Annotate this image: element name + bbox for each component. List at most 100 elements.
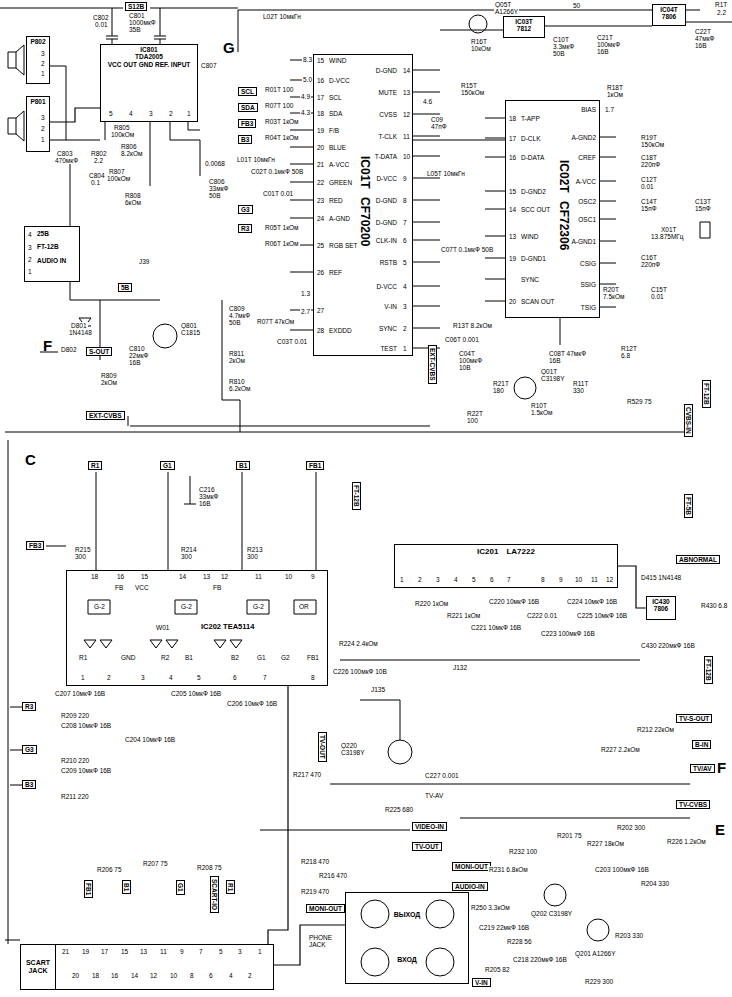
- pin-name: OSC1: [577, 216, 597, 223]
- signal-tag: MONI-OUT: [452, 862, 491, 871]
- component-label: R204 330: [640, 880, 670, 887]
- component-label: R06T 1кОм: [264, 240, 300, 247]
- component-label: 25: [316, 242, 325, 249]
- pin-name: RSTB: [379, 259, 398, 266]
- component-label: 5: [218, 948, 224, 955]
- component-label: 7: [198, 948, 204, 955]
- component-label: C227 0.001: [424, 772, 460, 779]
- component-label: 7: [402, 219, 408, 226]
- pin-wire: [290, 330, 313, 331]
- component-label: D-DATA: [520, 154, 545, 161]
- component-label: A-GND: [328, 215, 351, 222]
- transistor-symbol: [388, 740, 412, 764]
- component-label: 15: [508, 188, 517, 195]
- component-label: 15пФ: [694, 205, 712, 212]
- component-label: R232 100: [508, 848, 538, 855]
- component-label: 13: [402, 89, 411, 96]
- component-label: SDA: [328, 110, 343, 117]
- wire: [700, 222, 710, 238]
- signal-tag: MONI-OUT: [306, 904, 345, 913]
- transistor-symbol: [426, 900, 454, 928]
- component-label: L02T 10мкГн: [262, 13, 302, 20]
- pin-wire: [413, 200, 440, 201]
- component-label: 3: [402, 303, 408, 310]
- pin-wire: [413, 286, 440, 287]
- wire: [84, 640, 242, 648]
- pin-wire: [485, 157, 505, 158]
- component-label: 15: [316, 57, 325, 64]
- component-label: 11: [590, 576, 599, 583]
- component-label: C01T 0.01: [262, 190, 294, 197]
- signal-wire: [50, 108, 100, 122]
- component-label: R07T 47кОм: [256, 318, 295, 325]
- pin-name: V-IN: [383, 303, 398, 310]
- component-label: 2: [247, 972, 253, 979]
- signal-tag: FB1: [306, 461, 324, 470]
- pin-name: OSC2: [577, 198, 597, 205]
- component-label: 150кОм: [460, 89, 485, 96]
- text-group: SCART JACK: [21, 945, 56, 989]
- component-label: 10В: [458, 364, 472, 371]
- pin-name: CREF: [577, 154, 597, 161]
- component-label: 4: [168, 674, 174, 681]
- transistor-symbol: [514, 377, 536, 399]
- pin-wire: [413, 114, 440, 115]
- pin-wire: [290, 272, 313, 273]
- component-label: R1T: [714, 1, 728, 8]
- component-label: G2: [280, 654, 291, 661]
- component-label: 2: [40, 60, 46, 67]
- component-label: 1: [40, 70, 46, 77]
- wire: [5, 940, 20, 941]
- component-label: C224 10мкФ 16В: [566, 598, 618, 605]
- component-label: J132: [452, 664, 468, 671]
- component-label: R221 1кОм: [446, 612, 481, 619]
- pin-wire: [600, 157, 616, 158]
- signal-tag: R3: [238, 224, 252, 233]
- text-group: 25BFT-12BAUDIO IN: [37, 230, 66, 270]
- ic-box: IC04T7806: [652, 4, 686, 26]
- component-label: 20: [508, 298, 517, 305]
- pin-wire: [600, 241, 616, 242]
- pin-wire: [600, 181, 616, 182]
- component-label: 18: [508, 115, 517, 122]
- component-label: 18: [91, 972, 100, 979]
- ic-label: IC430: [647, 598, 675, 605]
- component-label: 19: [508, 255, 517, 262]
- pin-name: A-GND2: [570, 134, 597, 141]
- component-label: 11: [402, 133, 411, 140]
- component-label: R07T 100: [264, 102, 294, 109]
- ic-label: P801: [27, 98, 49, 105]
- component-label: 15: [140, 573, 149, 580]
- pin-wire: [290, 130, 313, 131]
- component-label: 19: [81, 948, 90, 955]
- ic-label: IC201: [477, 547, 498, 556]
- section-marker: F: [716, 760, 727, 777]
- component-label: 330: [572, 387, 585, 394]
- component-label: 2: [402, 325, 408, 332]
- component-label: 13.875МГц: [650, 233, 685, 240]
- ic-label: TDA2005: [101, 53, 197, 60]
- ic-box: IC202 TEA5114: [66, 570, 328, 686]
- pin-wire: [485, 138, 505, 139]
- signal-tag: R1: [88, 461, 102, 470]
- pin-wire: [413, 222, 440, 223]
- pin-wire: [485, 118, 505, 119]
- wire: [96, 472, 316, 570]
- component-label: 3: [435, 576, 441, 583]
- component-label: R220 1кОм: [414, 600, 449, 607]
- component-label: 8: [402, 197, 408, 204]
- component-label: FB: [114, 584, 124, 591]
- part-label: PHONE JACK: [308, 934, 340, 948]
- component-label: R229 300: [584, 978, 614, 985]
- component-label: 8.3: [302, 56, 313, 63]
- component-label: T-APP: [520, 115, 541, 122]
- component-label: 2: [40, 125, 46, 132]
- component-label: 180: [492, 387, 505, 394]
- signal-tag: 5B: [118, 283, 132, 292]
- component-label: 9: [402, 175, 408, 182]
- ic-label: IC03T: [504, 18, 544, 25]
- ic-box: P802: [26, 36, 50, 84]
- signal-tag: R3: [22, 702, 36, 711]
- component-label: 11: [159, 948, 168, 955]
